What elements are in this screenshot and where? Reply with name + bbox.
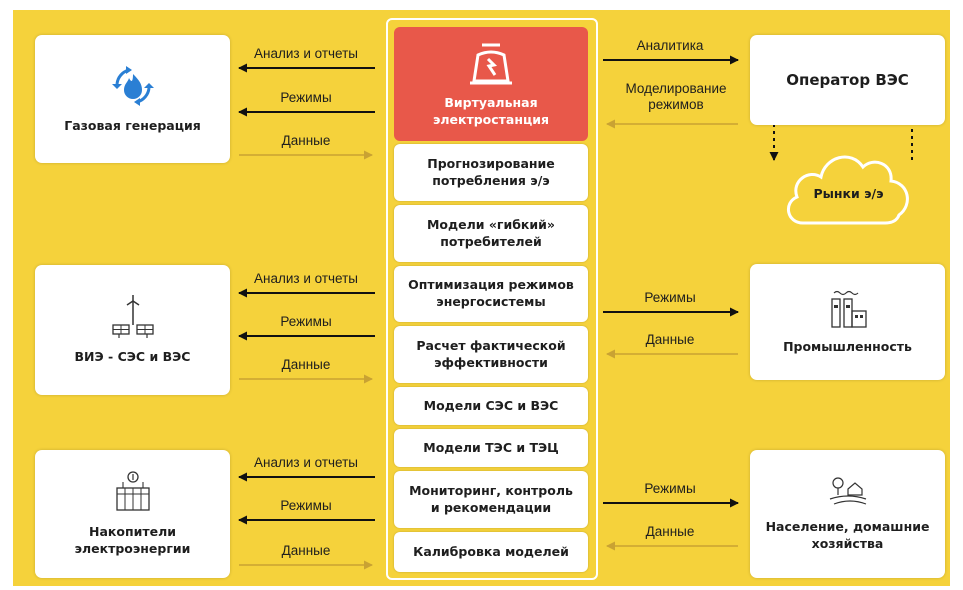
operator-box[interactable]: Оператор ВЭС xyxy=(750,35,945,125)
renewables-box[interactable]: ВИЭ - СЭС и ВЭС xyxy=(35,265,230,395)
label-data-gas: Данные xyxy=(281,133,331,148)
module-flexible-consumers[interactable]: Модели «гибкий» потребителей xyxy=(394,205,588,262)
label-analysis-res: Анализ и отчеты xyxy=(254,271,358,286)
storage-box[interactable]: Накопители электроэнергии xyxy=(35,450,230,578)
label-analysis-storage: Анализ и отчеты xyxy=(254,455,358,470)
gas-generation-box[interactable]: Газовая генерация xyxy=(35,35,230,163)
households-title: Население, домашние хозяйства xyxy=(765,519,930,551)
label-data-res: Данные xyxy=(281,357,331,372)
households-box[interactable]: Население, домашние хозяйства xyxy=(750,450,945,578)
vpp-title: Виртуальная электростанция xyxy=(432,95,550,128)
label-analytics: Аналитика xyxy=(636,38,704,53)
label-data-storage: Данные xyxy=(281,543,331,558)
power-plant-icon xyxy=(470,43,512,85)
factory-icon xyxy=(830,290,867,328)
label-modes-storage: Режимы xyxy=(280,498,332,513)
module-thermal-models[interactable]: Модели ТЭС и ТЭЦ xyxy=(394,429,588,467)
market-title: Рынки э/э xyxy=(813,186,884,201)
module-calibration[interactable]: Калибровка моделей xyxy=(394,532,588,572)
operator-title: Оператор ВЭС xyxy=(786,70,909,89)
module-consumption-forecast[interactable]: Прогнозирование потребления э/э xyxy=(394,144,588,201)
vpp-column-frame xyxy=(386,18,598,580)
label-data-industry: Данные xyxy=(645,332,695,347)
label-analysis-gas: Анализ и отчеты xyxy=(254,46,358,61)
gas-generation-title: Газовая генерация xyxy=(64,117,201,133)
module-efficiency-calc[interactable]: Расчет фактической эффективности xyxy=(394,326,588,383)
storage-title: Накопители электроэнергии xyxy=(74,524,191,556)
gas-flame-icon xyxy=(111,65,154,106)
label-modeling: Моделирование режимов xyxy=(625,81,727,113)
wind-solar-icon xyxy=(111,294,154,338)
label-modes-industry: Режимы xyxy=(644,290,696,305)
label-modes-res: Режимы xyxy=(280,314,332,329)
module-grid-optimization[interactable]: Оптимизация режимов энергосистемы xyxy=(394,266,588,322)
label-modes-gas: Режимы xyxy=(280,90,332,105)
renewables-title: ВИЭ - СЭС и ВЭС xyxy=(74,348,191,364)
label-data-households: Данные xyxy=(645,524,695,539)
label-modes-households: Режимы xyxy=(644,481,696,496)
battery-storage-icon xyxy=(115,471,150,511)
module-monitoring[interactable]: Мониторинг, контроль и рекомендации xyxy=(394,471,588,528)
cloud-icon xyxy=(787,155,909,225)
industry-title: Промышленность xyxy=(783,338,912,354)
house-icon xyxy=(829,477,866,505)
industry-box[interactable]: Промышленность xyxy=(750,264,945,380)
vpp-header[interactable]: Виртуальная электростанция xyxy=(394,27,588,141)
module-solar-wind-models[interactable]: Модели СЭС и ВЭС xyxy=(394,387,588,425)
